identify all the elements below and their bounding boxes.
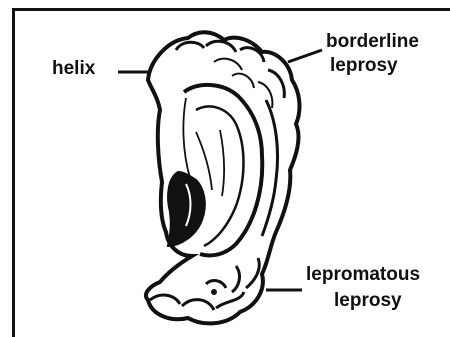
lepromatous-label-line1: lepromatous	[306, 262, 420, 288]
borderline-label-line1: borderline	[326, 30, 419, 54]
borderline-label-line2: leprosy	[326, 54, 419, 78]
borderline-leader-line	[288, 50, 322, 62]
lepromatous-label-line2: leprosy	[306, 288, 420, 314]
borderline-leprosy-label: borderline leprosy	[326, 30, 419, 78]
helix-label: helix	[52, 58, 95, 80]
lepromatous-leprosy-label: lepromatous leprosy	[306, 262, 420, 314]
lobule-dot	[211, 289, 217, 295]
